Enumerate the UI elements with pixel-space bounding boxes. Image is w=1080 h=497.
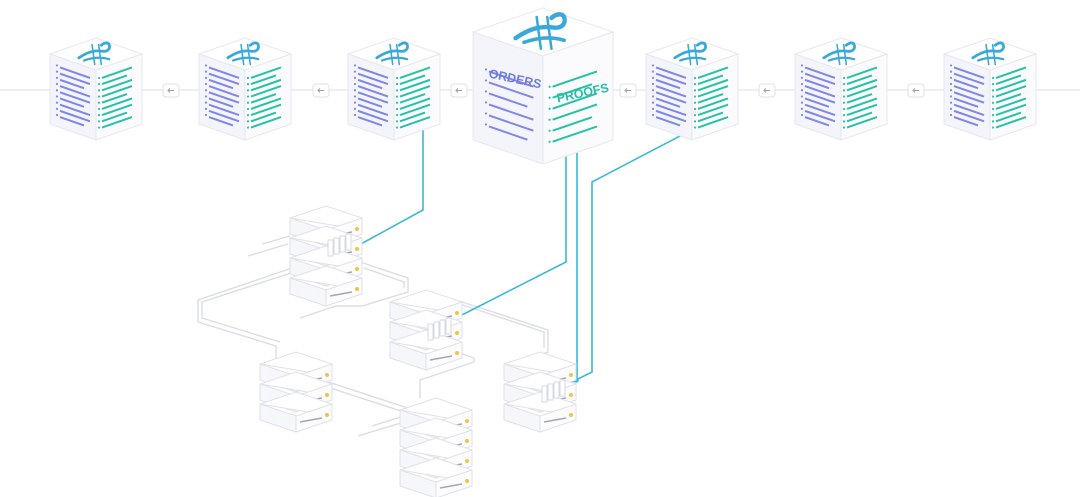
hard-drive-tray — [427, 317, 452, 341]
arrow-left-icon — [907, 83, 925, 98]
orders-lines — [800, 64, 836, 127]
hard-drive-tray — [327, 233, 352, 257]
miner-servers — [259, 205, 577, 497]
server-3 — [259, 351, 333, 433]
block-1 — [48, 37, 144, 141]
blockchain-blocks — [48, 7, 1038, 165]
orders-lines — [949, 64, 985, 127]
hard-drive-tray — [541, 379, 566, 403]
proofs-lines — [548, 70, 598, 143]
arrow-left-icon — [758, 83, 776, 98]
block-4 — [471, 7, 615, 165]
proofs-lines — [395, 66, 431, 129]
chain-links — [162, 83, 925, 98]
server-5 — [399, 397, 473, 497]
connection-block5-miner3 — [575, 123, 704, 381]
block-6 — [793, 37, 889, 141]
server-2 — [389, 289, 463, 371]
block-2 — [197, 37, 293, 141]
proofs-lines — [246, 66, 282, 129]
arrow-left-icon — [450, 83, 468, 98]
proofs-lines — [693, 66, 729, 129]
orders-lines — [484, 68, 534, 141]
proofs-lines — [97, 66, 133, 129]
orders-lines — [204, 64, 240, 127]
connection-block4-miner2 — [455, 116, 567, 319]
arrow-left-icon — [162, 83, 180, 98]
orders-lines — [55, 64, 91, 127]
network-wiring — [197, 235, 549, 437]
block-5 — [644, 37, 740, 141]
proofs-lines — [842, 66, 878, 129]
arrow-left-icon — [619, 83, 637, 98]
server-4 — [503, 351, 577, 433]
orders-lines — [353, 64, 389, 127]
block-3 — [346, 37, 442, 141]
proofs-lines — [991, 66, 1027, 129]
block-7 — [942, 37, 1038, 141]
server-1 — [289, 205, 363, 307]
arrow-left-icon — [312, 83, 330, 98]
orders-lines — [651, 64, 687, 127]
connection-block3-miner1 — [349, 104, 424, 251]
